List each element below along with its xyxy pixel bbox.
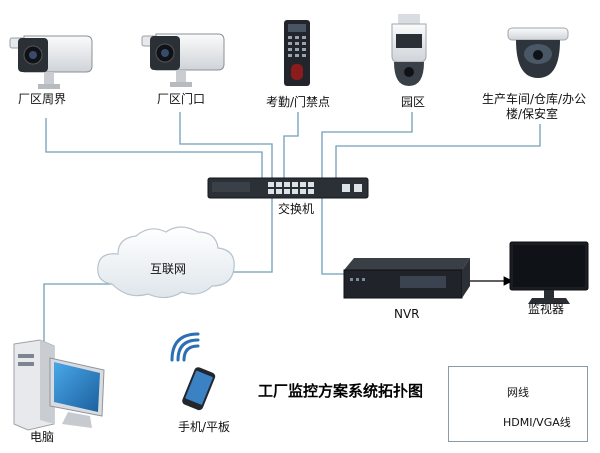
ptz-camera-icon	[391, 14, 427, 86]
desktop-pc-icon	[13, 339, 105, 431]
cable-ptz	[321, 112, 413, 182]
label-pc: 电脑	[30, 430, 55, 444]
bullet-camera-icon	[141, 33, 225, 87]
access-terminal-icon	[284, 20, 310, 86]
network-cables	[43, 112, 541, 350]
label-monitor: 监视器	[528, 302, 565, 316]
diagram-title: 工厂监控方案系统拓扑图	[258, 382, 424, 400]
label-mobile: 手机/平板	[178, 420, 231, 434]
label-access-control: 考勤/门禁点	[266, 95, 331, 109]
cable-dome	[335, 124, 541, 182]
smartphone-icon	[182, 367, 216, 411]
cable-access-control	[283, 112, 299, 182]
legend-hdmi-label: HDMI/VGA线	[503, 416, 571, 429]
label-park: 园区	[401, 95, 426, 109]
label-workshop-line2: 楼/保安室	[506, 107, 559, 121]
internet-cloud-icon	[97, 226, 235, 299]
label-internet: 互联网	[150, 262, 187, 276]
dome-camera-icon	[507, 27, 569, 78]
label-workshop-line1: 生产车间/仓库/办公	[482, 92, 587, 106]
cable-internet-pc	[43, 283, 122, 350]
label-gate-camera: 厂区门口	[157, 92, 206, 106]
cable-gate-cam	[179, 112, 273, 182]
label-switch: 交换机	[278, 202, 315, 216]
cable-switch-nvr	[321, 196, 344, 275]
wifi-signal-icon	[170, 332, 200, 362]
network-switch-icon	[207, 177, 369, 199]
legend	[448, 366, 588, 442]
monitor-icon	[509, 241, 589, 304]
nvr-device-icon	[343, 258, 470, 299]
legend-network-label: 网线	[507, 386, 529, 399]
cable-boundary-cam	[45, 118, 263, 182]
label-boundary-camera: 厂区周界	[18, 92, 67, 106]
cable-switch-internet	[232, 196, 273, 273]
label-nvr: NVR	[394, 307, 420, 321]
bullet-camera-icon	[9, 35, 93, 89]
